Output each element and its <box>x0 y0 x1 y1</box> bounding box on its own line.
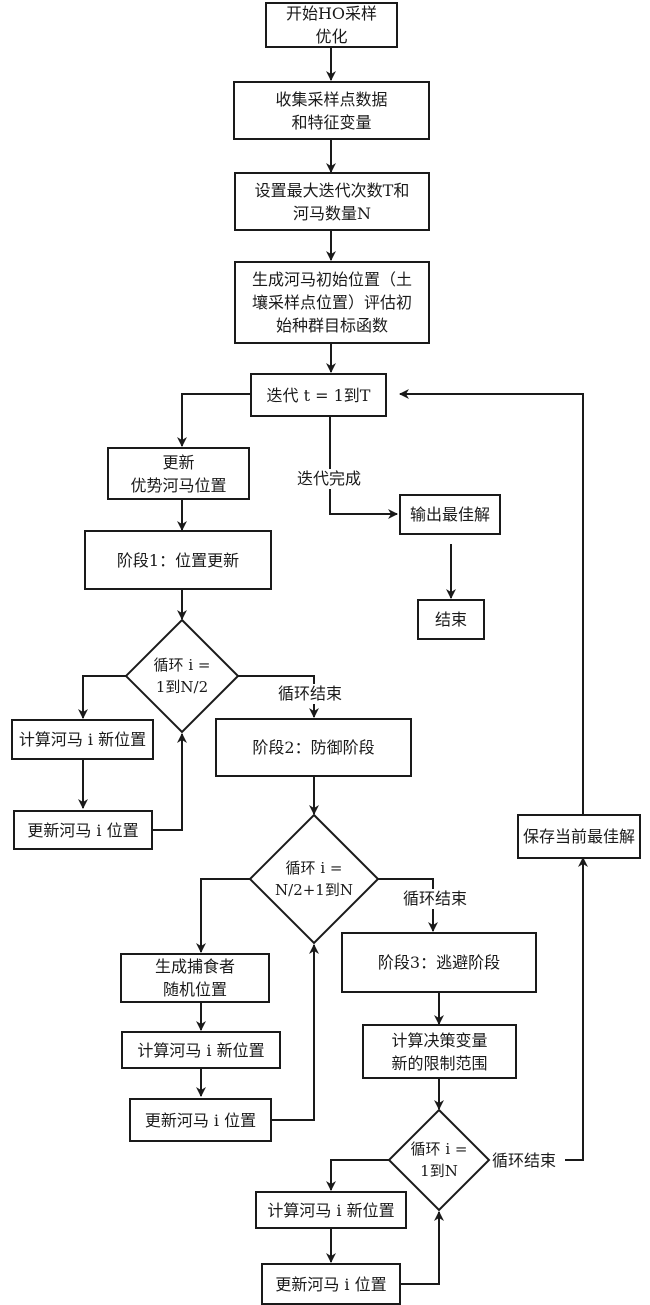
edge-update1-loop1 <box>153 733 187 831</box>
diamond-loop2 <box>248 813 380 945</box>
node-update3: 更新河马 i 位置 <box>261 1263 401 1305</box>
node-update-dominant: 更新优势河马位置 <box>107 447 250 500</box>
decision-loop3-text: 循环 i =1到N <box>410 1140 468 1180</box>
edge-label-loop1-end: 循环结束 <box>278 684 343 704</box>
node-phase2: 阶段2：防御阶段 <box>215 718 412 777</box>
node-end: 结束 <box>417 599 485 640</box>
decision-loop1-text: 循环 i =1到N/2 <box>153 656 211 696</box>
node-phase1: 阶段1：位置更新 <box>84 530 272 590</box>
node-init: 生成河马初始位置（土壤采样点位置）评估初始种群目标函数 <box>234 261 430 344</box>
node-start: 开始HO采样优化 <box>265 2 398 48</box>
edge-loop3-save <box>565 857 588 1161</box>
node-update2: 更新河马 i 位置 <box>129 1098 272 1142</box>
edge-loop1-calc1 <box>78 675 126 719</box>
edge-loop3-calc3 <box>326 1159 389 1191</box>
node-calc1: 计算河马 i 新位置 <box>11 719 154 760</box>
edge-loop2-predator <box>196 878 250 953</box>
edge-loop2-phase3 <box>378 878 438 932</box>
node-save-best: 保存当前最佳解 <box>517 814 641 859</box>
node-bounds: 计算决策变量新的限制范围 <box>362 1024 517 1079</box>
node-predator: 生成捕食者随机位置 <box>120 953 270 1003</box>
node-iterate: 迭代 t = 1到T <box>250 373 387 417</box>
diamond-loop3 <box>387 1108 491 1212</box>
node-collect: 收集采样点数据和特征变量 <box>233 81 430 140</box>
edge-label-loop2-end: 循环结束 <box>403 889 468 909</box>
diamond-loop1 <box>124 618 240 734</box>
decision-loop2-text: 循环 i =N/2+1到N <box>275 859 353 899</box>
edge-label-iteration-done: 迭代完成 <box>297 469 362 489</box>
node-phase3: 阶段3：逃避阶段 <box>341 932 537 993</box>
node-update1: 更新河马 i 位置 <box>13 810 153 850</box>
edge-label-loop3-end: 循环结束 <box>492 1151 557 1171</box>
node-calc3: 计算河马 i 新位置 <box>255 1191 407 1229</box>
edge-update2-loop2 <box>272 944 319 1121</box>
node-set-params: 设置最大迭代次数T和河马数量N <box>234 172 430 231</box>
node-calc2: 计算河马 i 新位置 <box>121 1031 281 1069</box>
edge-iterate-output <box>329 416 398 519</box>
edge-save-iterate <box>399 389 584 818</box>
edge-update3-loop3 <box>400 1211 444 1285</box>
edge-iterate-update-dominant <box>177 393 260 447</box>
node-output: 输出最佳解 <box>399 494 501 535</box>
